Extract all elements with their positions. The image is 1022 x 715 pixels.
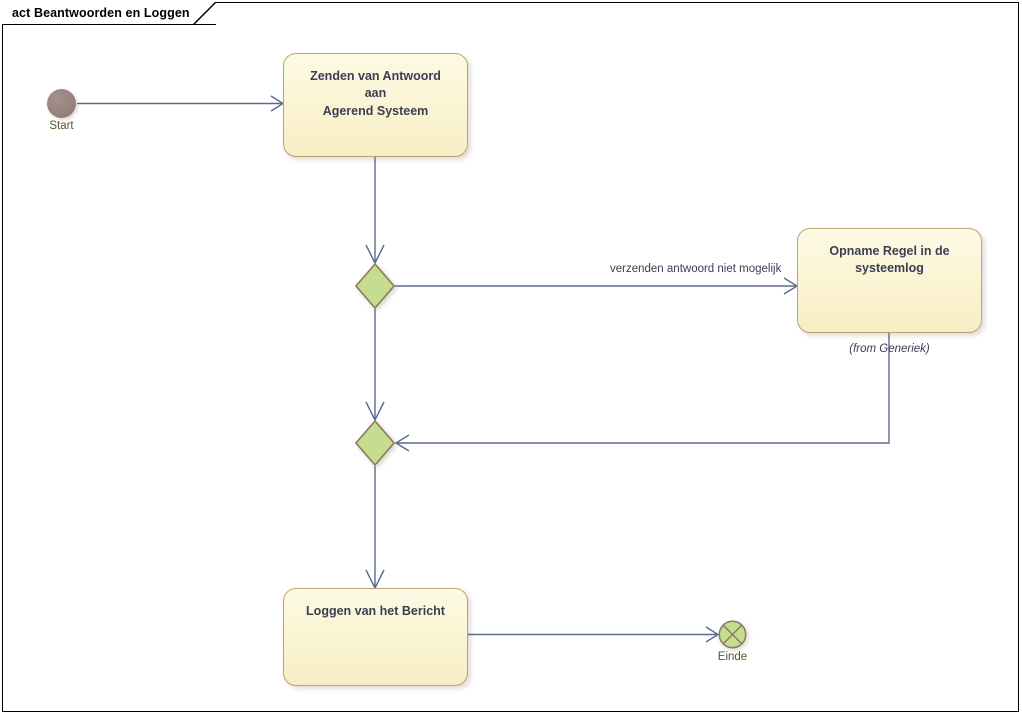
- initial-node-start[interactable]: [47, 89, 76, 118]
- edge-logmessage-to-end: [468, 626, 720, 643]
- action-send-answer[interactable]: Zenden van Antwoord aan Agerend Systeem: [283, 53, 468, 157]
- edge-merge-to-logmessage: [365, 466, 385, 590]
- final-node-end[interactable]: [718, 620, 747, 649]
- decision-node-one[interactable]: [354, 262, 396, 310]
- edge-send-to-decision: [365, 157, 385, 265]
- action-send-answer-label: Zenden van Antwoord aan Agerend Systeem: [310, 69, 441, 118]
- action-log-rule-package-note: (from Generiek): [849, 343, 930, 355]
- edge-logrule-to-merge: [394, 333, 890, 452]
- diagram-title: act Beantwoorden en Loggen: [12, 6, 190, 20]
- edge-label-verzenden-niet-mogelijk: verzenden antwoord niet mogelijk: [608, 262, 784, 276]
- edge-decision-to-logrule: [395, 277, 799, 295]
- diagram-frame-tab: act Beantwoorden en Loggen: [2, 2, 216, 25]
- final-node-end-label: Einde: [717, 651, 748, 663]
- initial-node-start-label: Start: [49, 120, 74, 132]
- edge-start-to-send: [77, 95, 285, 112]
- action-log-rule-label: Opname Regel in de systeemlog: [829, 244, 950, 276]
- action-log-message[interactable]: Loggen van het Bericht: [283, 588, 468, 686]
- action-log-rule[interactable]: Opname Regel in de systeemlog: [797, 228, 982, 333]
- merge-node-one[interactable]: [354, 419, 396, 467]
- action-log-message-label: Loggen van het Bericht: [306, 604, 445, 618]
- edge-decision-to-merge: [365, 309, 385, 422]
